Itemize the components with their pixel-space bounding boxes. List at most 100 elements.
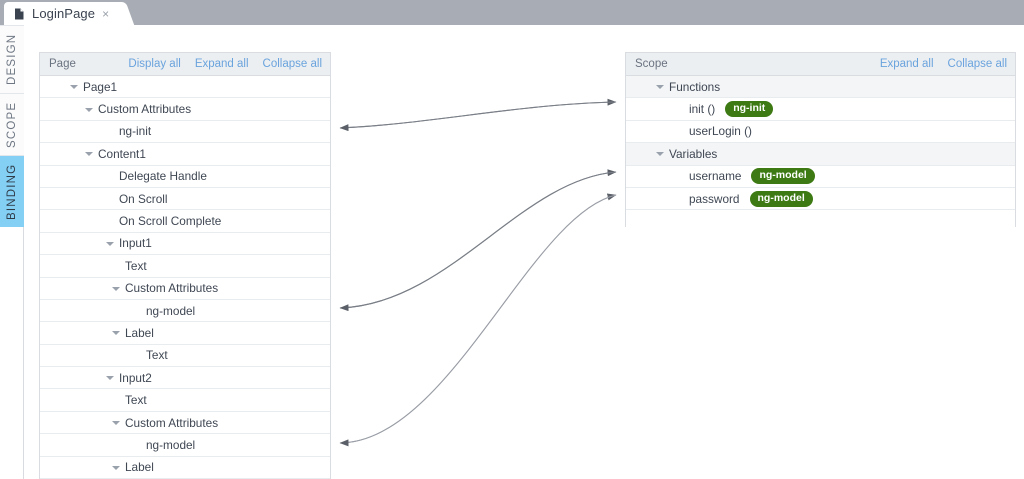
page-tree-row-label: Delegate Handle [119, 169, 207, 184]
tree-row[interactable]: Input1 [40, 232, 330, 256]
page-tree-row-label: On Scroll [119, 191, 168, 206]
caret-placeholder [133, 306, 142, 315]
editor-tab-bar: LoginPage × [0, 0, 1024, 25]
scope-expand-all-button[interactable]: Expand all [879, 58, 934, 70]
tree-row[interactable]: password ng-model [626, 187, 1015, 211]
scope-tree-row-label: password [689, 191, 740, 206]
tree-row[interactable]: Label [40, 322, 330, 345]
chevron-down-icon[interactable] [112, 328, 121, 337]
chevron-down-icon[interactable] [112, 418, 121, 427]
tree-row[interactable]: Text [40, 389, 330, 412]
sidebar-tab-scope[interactable]: SCOPE [0, 93, 24, 155]
chevron-down-icon[interactable] [85, 149, 94, 158]
tree-row[interactable]: Variables [626, 143, 1015, 166]
caret-placeholder [676, 105, 685, 114]
page-tree-row-label: Input2 [119, 370, 152, 385]
chevron-down-icon[interactable] [112, 284, 121, 293]
binding-canvas: Page Display all Expand all Collapse all… [24, 25, 1024, 479]
chevron-down-icon[interactable] [106, 373, 115, 382]
tree-row[interactable]: ng-init [40, 120, 330, 144]
page-tree-row-label: Text [125, 393, 147, 408]
page-tree-row-label: Custom Attributes [125, 415, 219, 430]
page-tree-row-label: On Scroll Complete [119, 214, 222, 229]
caret-placeholder [106, 172, 115, 181]
expand-all-button[interactable]: Expand all [194, 58, 249, 70]
chevron-down-icon[interactable] [70, 82, 79, 91]
tree-row[interactable]: Content1 [40, 143, 330, 166]
tree-row[interactable]: Functions [626, 76, 1015, 99]
tree-row[interactable]: Custom Attributes [40, 98, 330, 121]
chevron-down-icon[interactable] [106, 239, 115, 248]
caret-placeholder [133, 440, 142, 449]
page-tree-header: Page Display all Expand all Collapse all [40, 53, 330, 76]
scope-tree-rows: Functions init () ng-init userLogin () Varia… [626, 76, 1015, 233]
scope-tree-row-label: init () [689, 102, 716, 117]
tree-row[interactable]: username ng-model [626, 165, 1015, 188]
page-tree-row-label: Page1 [83, 79, 118, 94]
sidebar-tab-binding[interactable]: BINDING [0, 155, 24, 227]
caret-placeholder [106, 127, 115, 136]
page-tree-row-label: Custom Attributes [125, 281, 219, 296]
scope-tree-actions: Expand all Collapse all [880, 58, 1007, 70]
scope-tree-panel: Scope Expand all Collapse all Functions i… [625, 52, 1016, 233]
tree-row[interactable]: userLogin () [626, 120, 1015, 144]
tree-row[interactable]: On Scroll [40, 187, 330, 211]
page-tree-row-label: Text [146, 348, 168, 363]
tree-row[interactable]: Custom Attributes [40, 277, 330, 300]
chevron-down-icon[interactable] [656, 82, 665, 91]
tree-row[interactable]: Page1 [40, 76, 330, 99]
page-tree-row-label: Label [125, 325, 154, 340]
scope-tree-title: Scope [635, 58, 668, 70]
caret-placeholder [112, 396, 121, 405]
page-tree-row-label: Content1 [98, 146, 146, 161]
tree-row[interactable]: Label [40, 456, 330, 479]
tree-row[interactable]: init () ng-init [626, 98, 1015, 121]
sidebar-tab-design[interactable]: DESIGN [0, 25, 24, 93]
caret-placeholder [106, 194, 115, 203]
tree-row[interactable]: Text [40, 255, 330, 278]
tree-row-empty [626, 210, 1015, 233]
page-tree-row-label: ng-model [146, 437, 196, 452]
page-tree-actions: Display all Expand all Collapse all [128, 58, 322, 70]
caret-placeholder [676, 172, 685, 181]
tree-row[interactable]: Input2 [40, 367, 330, 390]
scope-tree-row-label: Variables [669, 146, 718, 161]
scope-tree-row-label: userLogin () [689, 124, 752, 139]
page-tree-row-label: ng-init [119, 124, 152, 139]
scope-tree-header: Scope Expand all Collapse all [626, 53, 1015, 76]
page-tree-row-label: ng-model [146, 303, 196, 318]
caret-placeholder [656, 217, 665, 226]
editor-tab-label: LoginPage [32, 6, 96, 21]
caret-placeholder [676, 127, 685, 136]
chevron-down-icon[interactable] [112, 463, 121, 472]
display-all-button[interactable]: Display all [128, 58, 181, 70]
tree-row[interactable]: ng-model [40, 299, 330, 323]
binding-badge[interactable]: ng-model [749, 190, 813, 207]
chevron-down-icon[interactable] [656, 149, 665, 158]
page-tree-row-label: Text [125, 258, 147, 273]
page-tree-title: Page [49, 58, 76, 70]
tree-row[interactable]: Custom Attributes [40, 411, 330, 435]
page-tree-panel: Page Display all Expand all Collapse all… [39, 52, 331, 479]
vertical-tab-strip: DESIGN SCOPE BINDING [0, 25, 24, 479]
caret-placeholder [106, 217, 115, 226]
scope-collapse-all-button[interactable]: Collapse all [947, 58, 1007, 70]
scope-tree-row-label: Functions [669, 79, 721, 94]
caret-placeholder [112, 261, 121, 270]
binding-badge[interactable]: ng-model [751, 168, 815, 185]
binding-badge[interactable]: ng-init [725, 101, 774, 118]
caret-placeholder [676, 194, 685, 203]
close-icon[interactable]: × [102, 6, 110, 21]
scope-tree-row-label: username [689, 169, 742, 184]
editor-tab-loginpage[interactable]: LoginPage × [4, 2, 122, 25]
chevron-down-icon[interactable] [85, 105, 94, 114]
tree-row[interactable]: Text [40, 344, 330, 368]
tree-row[interactable]: On Scroll Complete [40, 210, 330, 233]
page-tree-row-label: Input1 [119, 236, 152, 251]
collapse-all-button[interactable]: Collapse all [262, 58, 322, 70]
page-tree-row-label: Label [125, 460, 154, 475]
tree-row[interactable]: ng-model [40, 434, 330, 457]
tree-row[interactable]: Delegate Handle [40, 165, 330, 188]
caret-placeholder [133, 351, 142, 360]
